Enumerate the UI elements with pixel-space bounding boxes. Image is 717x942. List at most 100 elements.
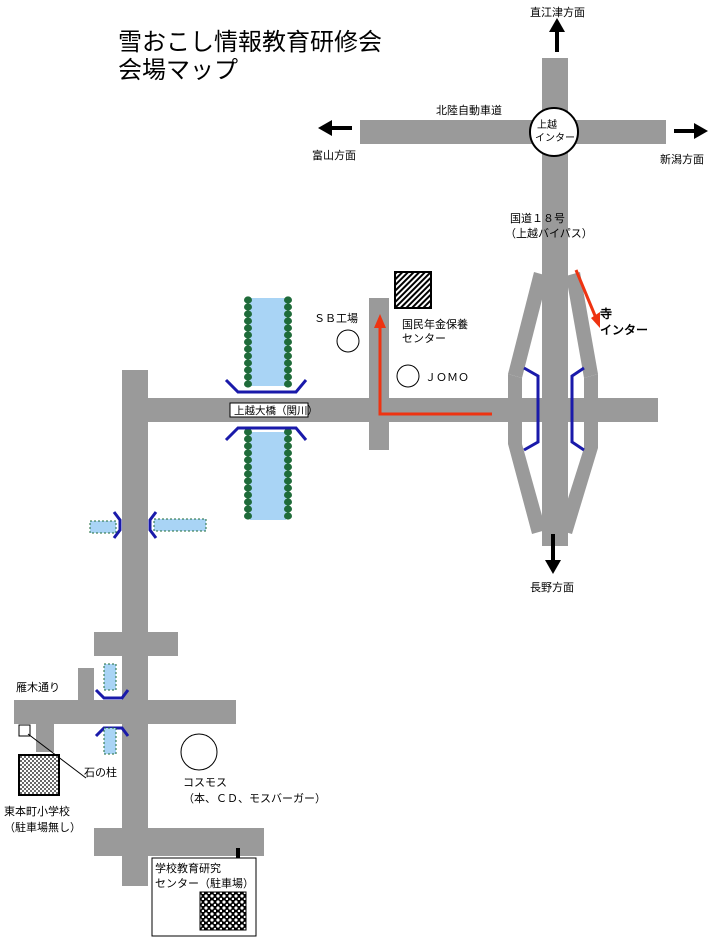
route-arrowhead-north <box>374 314 386 328</box>
stone-pillar-marker <box>18 724 31 737</box>
tree-icon <box>244 449 252 457</box>
tree-icon <box>244 373 252 381</box>
tree-icon <box>244 484 252 492</box>
tree-icon <box>284 366 292 374</box>
crossroad-upper <box>94 632 178 656</box>
tree-icon <box>284 428 292 436</box>
jomo-marker <box>396 364 420 388</box>
label-hokuriku: 北陸自動車道 <box>436 103 502 117</box>
tree-icon <box>284 498 292 506</box>
bridge-label-box <box>229 402 309 418</box>
pension-center-building <box>394 271 432 309</box>
tree-icon <box>244 324 252 332</box>
main-east-west-road <box>122 398 658 422</box>
tree-icon <box>244 338 252 346</box>
joetsu-ic-label-1: 上越 <box>537 118 557 131</box>
direction-arrows <box>232 18 708 870</box>
arrow-nagano-shaft <box>551 534 555 564</box>
label-pension-2: センター <box>402 332 446 345</box>
tree-icon <box>284 331 292 339</box>
arrow-naoetsu-icon <box>549 18 565 32</box>
arrow-venue-shaft <box>236 848 240 862</box>
tree-icon <box>244 456 252 464</box>
label-sb-factory: ＳＢ工場 <box>314 312 358 325</box>
tree-icon <box>244 366 252 374</box>
label-bridge: 上越大橋（関川） <box>234 404 318 417</box>
tree-icon <box>284 373 292 381</box>
recommended-route <box>378 269 598 416</box>
tree-icon <box>284 477 292 485</box>
label-venue-1: 学校教育研究 <box>155 861 221 875</box>
tree-icon <box>284 317 292 325</box>
label-naoetsu: 直江津方面 <box>530 5 585 19</box>
tree-icon <box>284 491 292 499</box>
tree-icon <box>284 484 292 492</box>
tree-icon <box>284 463 292 471</box>
label-pension-1: 国民年金保養 <box>402 317 468 331</box>
label-gangi: 雁木通り <box>16 681 60 694</box>
tree-icon <box>244 303 252 311</box>
arrow-niigata-shaft <box>674 129 696 133</box>
tree-icon <box>284 505 292 513</box>
gangi-side-road <box>78 668 94 722</box>
label-route18-2: （上越バイパス） <box>505 226 593 240</box>
label-cosmos-2: （本、ＣＤ、モスバーガー） <box>183 791 326 805</box>
tree-icon <box>284 359 292 367</box>
road-network <box>14 58 666 886</box>
tree-icon <box>244 380 252 388</box>
bridge-railings <box>94 366 585 738</box>
joetsu-ic-circle <box>529 107 579 157</box>
tree-icon <box>284 338 292 346</box>
tree-icon <box>284 296 292 304</box>
interchange-ramps <box>508 272 598 534</box>
tree-icon <box>284 303 292 311</box>
label-tera-ic-1: 寺 <box>600 306 612 321</box>
arrow-toyama-shaft <box>330 126 352 130</box>
label-stone-pillar: 石の柱 <box>84 765 117 779</box>
venue-parking-building <box>199 891 247 931</box>
route-arrowhead-tera <box>591 312 600 328</box>
tree-icon <box>244 505 252 513</box>
tree-icon <box>284 512 292 520</box>
arrow-nagano-icon <box>545 560 561 574</box>
label-niigata: 新潟方面 <box>660 152 704 166</box>
label-nagano: 長野方面 <box>530 580 574 594</box>
tree-icon <box>244 317 252 325</box>
left-north-south-road <box>122 370 148 886</box>
sb-factory-marker <box>336 329 360 353</box>
riverbank-trees <box>244 296 292 520</box>
arrow-niigata-icon <box>694 123 708 139</box>
tree-icon <box>284 442 292 450</box>
map-subtitle: 会場マップ <box>118 56 238 84</box>
tree-icon <box>244 296 252 304</box>
tree-icon <box>244 428 252 436</box>
tree-icon <box>244 477 252 485</box>
label-cosmos-1: コスモス <box>183 776 227 789</box>
tree-icon <box>244 498 252 506</box>
bottom-road <box>94 828 264 856</box>
label-route18-1: 国道１８号 <box>510 211 565 225</box>
tree-icon <box>244 310 252 318</box>
tree-icon <box>284 456 292 464</box>
label-school-1: 東本町小学校 <box>4 804 70 818</box>
tree-icon <box>244 442 252 450</box>
tree-icon <box>244 359 252 367</box>
tree-icon <box>284 310 292 318</box>
tree-icon <box>284 324 292 332</box>
joetsu-ic-label-2: インター <box>535 132 575 144</box>
tree-icon <box>244 491 252 499</box>
river-sekigawa <box>244 296 292 520</box>
label-tera-ic-2: インター <box>600 323 648 337</box>
gangi-street-road <box>14 700 236 724</box>
tree-icon <box>284 470 292 478</box>
tree-icon <box>284 352 292 360</box>
elementary-school-building <box>18 754 60 796</box>
tree-icon <box>244 331 252 339</box>
school-side-road <box>36 722 54 752</box>
tree-icon <box>284 449 292 457</box>
canals <box>89 518 207 755</box>
hokuriku-expressway <box>360 120 666 144</box>
tree-icon <box>284 380 292 388</box>
tree-icon <box>244 512 252 520</box>
tree-icon <box>244 345 252 353</box>
